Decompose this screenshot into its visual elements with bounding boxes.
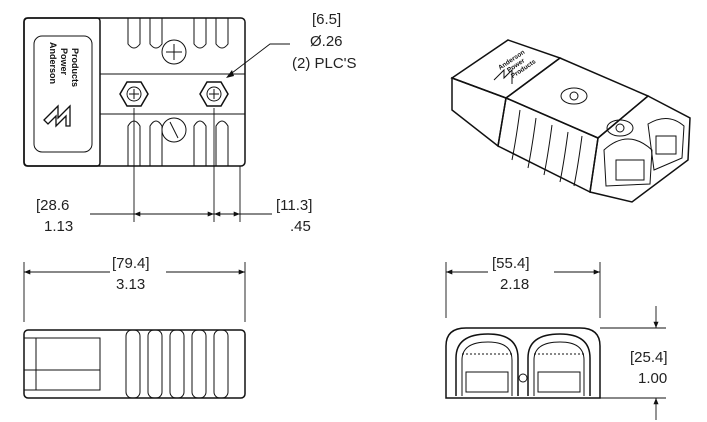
width-inch-label: 2.18 — [500, 276, 529, 293]
offset-metric-label: [11.3] — [276, 197, 312, 214]
front-view: Anderson Power Products — [23, 17, 290, 222]
center-pin-icon — [518, 373, 528, 383]
right-opening-icon — [527, 333, 591, 396]
length-metric-label: [79.4] — [112, 255, 150, 272]
label-panel — [23, 17, 101, 167]
left-hex-contact-icon — [119, 81, 149, 107]
logo-mark — [43, 104, 71, 128]
bottom-screw-icon — [161, 117, 187, 143]
isometric-view: Anderson Power Products — [450, 39, 691, 203]
brand-line-2: Power — [59, 48, 69, 76]
iso-contact-2-icon — [606, 119, 634, 137]
side-ribs — [125, 329, 229, 399]
brand-line-3: Products — [70, 48, 80, 87]
brand-line-1: Anderson — [48, 42, 58, 84]
hole-diameter-label: Ø.26 — [310, 33, 343, 50]
spacing-inch-label: 1.13 — [44, 218, 73, 235]
side-housing — [23, 329, 246, 399]
hole-metric-label: [6.5] — [312, 11, 341, 28]
spacing-dimension: [28.6 1.13 — [36, 197, 214, 235]
length-inch-label: 3.13 — [116, 276, 145, 293]
hole-qty-label: (2) PLC'S — [292, 55, 357, 72]
brand-label: Anderson Power Products — [48, 42, 80, 87]
end-housing — [445, 327, 601, 399]
hole-leader — [227, 43, 290, 77]
label-plate — [33, 35, 93, 153]
side-view: [79.4] 3.13 — [23, 255, 246, 399]
left-opening-icon — [455, 333, 519, 396]
top-ribs — [127, 18, 229, 49]
right-hex-contact-icon — [199, 81, 229, 107]
height-metric-label: [25.4] — [630, 349, 668, 366]
iso-ribs — [511, 109, 583, 187]
height-inch-label: 1.00 — [638, 370, 667, 387]
width-metric-label: [55.4] — [492, 255, 530, 272]
top-screw-icon — [161, 39, 187, 65]
iso-brand-label: Anderson Power Products — [497, 49, 537, 80]
offset-inch-label: .45 — [290, 218, 311, 235]
bottom-ribs — [127, 120, 229, 166]
end-view: [55.4] 2.18 [25.4] 1.00 — [445, 255, 668, 420]
spacing-metric-label: [28.6 — [36, 197, 69, 214]
offset-dimension: [11.3] .45 — [214, 197, 312, 235]
iso-contact-1-icon — [560, 87, 588, 105]
